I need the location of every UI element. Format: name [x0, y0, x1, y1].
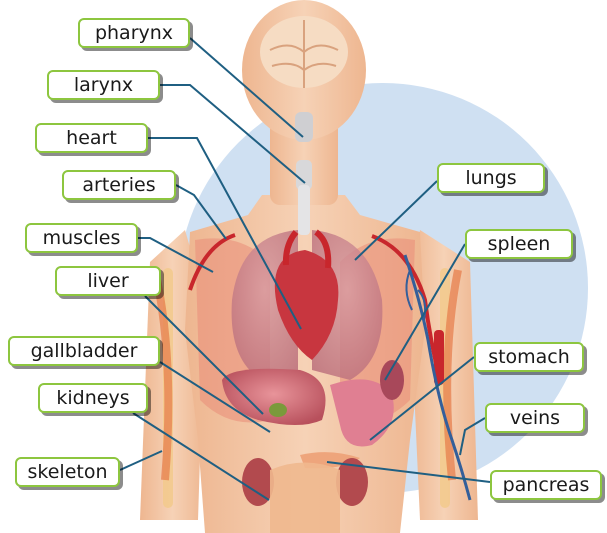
spleen-shape — [380, 360, 404, 400]
label-lungs: lungs — [437, 163, 545, 193]
label-gallbladder: gallbladder — [8, 336, 160, 366]
label-arteries: arteries — [62, 170, 176, 200]
label-liver: liver — [55, 266, 161, 296]
kidney-left — [242, 458, 274, 506]
intestines — [270, 463, 340, 533]
trachea — [298, 185, 310, 235]
gallbladder-shape — [269, 403, 287, 417]
label-larynx: larynx — [47, 70, 160, 100]
label-pancreas: pancreas — [490, 470, 602, 500]
label-spleen: spleen — [465, 229, 573, 259]
label-skeleton: skeleton — [15, 457, 120, 487]
label-pharynx: pharynx — [78, 18, 190, 48]
label-stomach: stomach — [474, 342, 584, 372]
label-veins: veins — [485, 403, 585, 433]
label-kidneys: kidneys — [38, 383, 148, 413]
pharynx-shape — [295, 112, 313, 142]
label-muscles: muscles — [25, 223, 138, 253]
label-heart: heart — [35, 123, 148, 153]
